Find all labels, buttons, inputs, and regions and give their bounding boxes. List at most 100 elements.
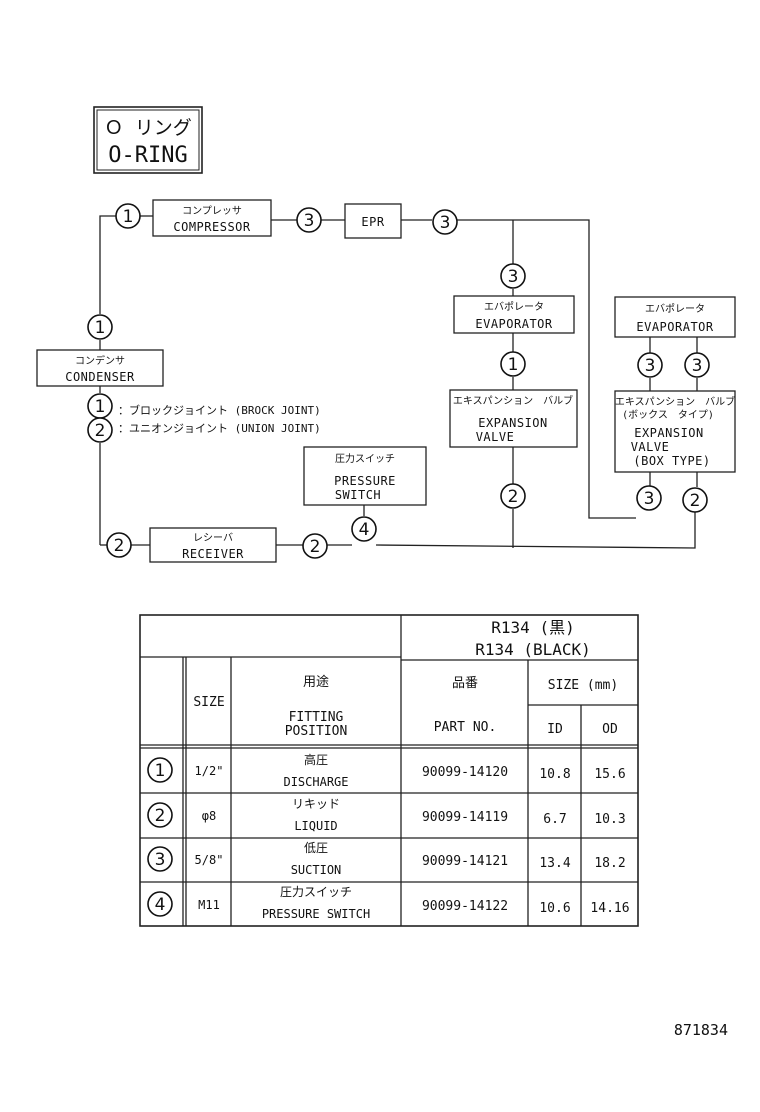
svg-text:1: 1 — [95, 318, 106, 338]
header-id: ID — [547, 722, 563, 737]
pipelines — [99, 215, 698, 549]
expansion-valve: エキスパンション バルブ EXPANSION VALVE — [449, 389, 578, 448]
svg-text:3: 3 — [304, 211, 315, 231]
row-fitting-en: SUCTION — [291, 863, 342, 877]
table-row: 1 1/2" 高圧 DISCHARGE 90099-14120 10.8 15.… — [147, 752, 626, 789]
row-fitting-jp: 低圧 — [304, 841, 328, 855]
pressure-switch: 圧力スイッチ PRESSURE SWITCH — [303, 446, 427, 506]
marker-2-expansion-valve: 2 — [500, 483, 526, 509]
header-fitting-jp: 用途 — [303, 674, 329, 690]
svg-text:3: 3 — [692, 356, 703, 376]
pressure-switch-en1: PRESSURE — [334, 474, 396, 488]
evaporator-2-en: EVAPORATOR — [636, 320, 714, 334]
expansion-valve-box-type: エキスパンション バルブ (ボックス タイプ) EXPANSION VALVE … — [614, 390, 736, 473]
receiver: レシーバ RECEIVER — [149, 527, 277, 563]
expansion-valve-box-en3: (BOX TYPE) — [633, 454, 710, 468]
row-fitting-jp: リキッド — [292, 797, 340, 811]
row-size: 5/8" — [195, 853, 224, 867]
marker-3-box-valve: 3 — [636, 485, 662, 511]
row-od: 14.16 — [590, 901, 629, 916]
row-id: 10.6 — [539, 901, 570, 916]
row-id: 13.4 — [539, 856, 570, 871]
refrigerant-line1: R134 (黒) — [491, 618, 574, 637]
header-part-jp: 品番 — [452, 676, 478, 691]
header-fitting-en2: POSITION — [285, 724, 348, 739]
evaporator-1-en: EVAPORATOR — [475, 317, 553, 331]
svg-text:2: 2 — [310, 537, 321, 557]
header-size-mm: SIZE (mm) — [548, 678, 618, 693]
svg-text:2: 2 — [690, 491, 701, 511]
header-part-en: PART NO. — [434, 720, 497, 735]
evaporator-2: エバポレータ EVAPORATOR — [614, 296, 736, 338]
pressure-switch-jp: 圧力スイッチ — [335, 452, 395, 465]
expansion-valve-box-jp2: (ボックス タイプ) — [622, 409, 714, 421]
legend-text-2: ：ユニオンジョイント (UNION JOINT) — [118, 422, 321, 435]
condenser-en: CONDENSER — [65, 370, 135, 384]
row-fitting-en: PRESSURE SWITCH — [262, 907, 370, 921]
row-marker: 3 — [155, 850, 166, 870]
row-od: 18.2 — [594, 856, 625, 871]
header-fitting-en1: FITTING — [289, 710, 344, 725]
marker-1-compressor: 1 — [115, 203, 141, 229]
marker-3-epr: 3 — [432, 209, 458, 235]
expansion-valve-box-en2: VALVE — [631, 440, 670, 454]
row-fitting-jp: 圧力スイッチ — [280, 885, 352, 899]
row-marker: 4 — [155, 895, 166, 915]
row-od: 15.6 — [594, 767, 625, 782]
marker-3-evaporator-2-right: 3 — [684, 352, 710, 378]
epr: EPR — [344, 203, 402, 239]
svg-text:3: 3 — [440, 213, 451, 233]
compressor: コンプレッサ COMPRESSOR — [152, 199, 272, 237]
expansion-valve-box-jp1: エキスパンション バルブ — [615, 395, 735, 408]
marker-2-box-valve: 2 — [682, 487, 708, 513]
expansion-valve-box-en1: EXPANSION — [634, 426, 704, 440]
o-ring-table: R134 (黒) R134 (BLACK) SIZE 用途 FITTING PO… — [139, 614, 639, 927]
receiver-en: RECEIVER — [182, 547, 244, 561]
expansion-valve-jp: エキスパンション バルブ — [453, 394, 573, 407]
row-fitting-jp: 高圧 — [304, 752, 328, 767]
compressor-en: COMPRESSOR — [173, 220, 251, 234]
row-part-no: 90099-14121 — [422, 854, 508, 869]
row-size: φ8 — [202, 809, 216, 823]
refrigerant-line2: R134 (BLACK) — [475, 640, 591, 659]
svg-text:4: 4 — [359, 520, 370, 540]
epr-label: EPR — [361, 215, 384, 229]
row-od: 10.3 — [594, 812, 625, 827]
header-size: SIZE — [193, 695, 224, 710]
title-en: O-RING — [108, 143, 187, 168]
table-row: 2 φ8 リキッド LIQUID 90099-14119 6.7 10.3 — [147, 797, 626, 833]
row-marker: 1 — [155, 761, 166, 781]
pressure-switch-en2: SWITCH — [335, 488, 381, 502]
compressor-jp: コンプレッサ — [182, 205, 242, 217]
row-size: M11 — [198, 898, 220, 912]
header-od: OD — [602, 722, 618, 737]
expansion-valve-en1: EXPANSION — [478, 416, 548, 430]
svg-text:2: 2 — [114, 536, 125, 556]
table-row: 4 M11 圧力スイッチ PRESSURE SWITCH 90099-14122… — [147, 885, 630, 921]
figure-code: 871834 — [674, 1021, 728, 1039]
row-part-no: 90099-14119 — [422, 810, 508, 825]
condenser-jp: コンデンサ — [75, 354, 125, 367]
marker-1-evaporator-1: 1 — [500, 351, 526, 377]
svg-text:1: 1 — [508, 355, 519, 375]
title-jp: Ｏ リング — [104, 117, 191, 139]
legend-marker-2: 2 — [95, 421, 106, 441]
marker-3-evaporator-1: 3 — [500, 263, 526, 289]
legend: 1 ：ブロックジョイント (BROCK JOINT) 2 ：ユニオンジョイント … — [87, 393, 321, 443]
marker-2-receiver-right: 2 — [302, 533, 328, 559]
legend-text-1: ：ブロックジョイント (BROCK JOINT) — [118, 403, 321, 417]
legend-marker-1: 1 — [95, 397, 106, 417]
row-part-no: 90099-14120 — [422, 765, 508, 780]
svg-text:3: 3 — [508, 267, 519, 287]
evaporator-1: エバポレータ EVAPORATOR — [453, 295, 575, 334]
marker-2-receiver-left: 2 — [106, 532, 132, 558]
row-fitting-en: DISCHARGE — [283, 775, 348, 789]
row-fitting-en: LIQUID — [294, 819, 337, 833]
row-id: 10.8 — [539, 767, 570, 782]
row-size: 1/2" — [195, 764, 224, 778]
svg-text:1: 1 — [123, 207, 134, 227]
condenser: コンデンサ CONDENSER — [36, 349, 164, 387]
marker-3-evaporator-2-left: 3 — [637, 352, 663, 378]
marker-4-pressure-switch: 4 — [351, 516, 377, 542]
